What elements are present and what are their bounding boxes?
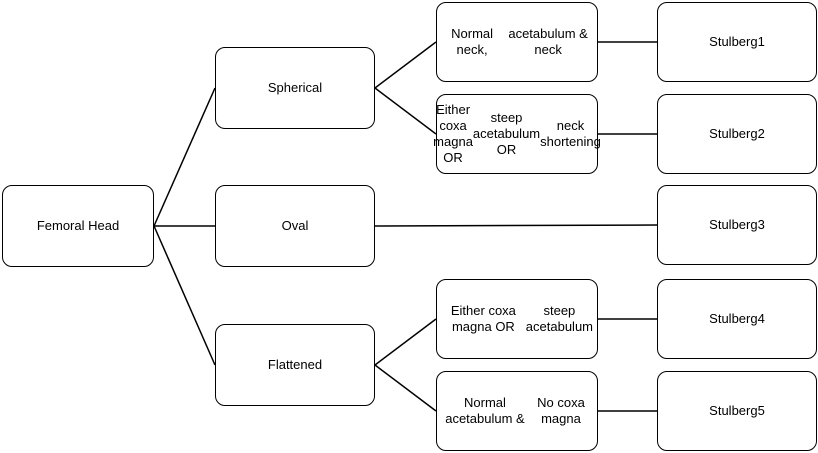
node-normal-acetabulum: Normal acetabulum & No coxa magna xyxy=(436,371,598,451)
node-normal-neck: Normal neck, acetabulum & neck xyxy=(436,2,598,82)
edge-femoral_head-to-flattened xyxy=(153,225,216,366)
node-stulberg5: Stulberg5 xyxy=(657,371,817,451)
edge-spherical-to-coxa_steep_neck xyxy=(374,87,437,135)
edge-flattened-to-normal_acet xyxy=(374,364,437,412)
node-stulberg1-line-1: Stulberg1 xyxy=(709,34,765,49)
edge-spherical-to-normal_neck xyxy=(374,41,437,89)
node-stulberg1: Stulberg1 xyxy=(657,2,817,82)
node-coxa-steep-neck-line-1: Either coxa magna OR xyxy=(433,102,473,165)
node-coxa-steep-neck-line-3: neck shortening xyxy=(540,118,601,149)
node-normal-acetabulum-line-2: No coxa magna xyxy=(537,395,585,426)
node-spherical-line-1: Spherical xyxy=(267,80,323,95)
node-coxa-steep-neck-line-2: steep acetabulum OR xyxy=(472,110,541,157)
node-normal-neck-line-1: Normal neck, xyxy=(451,26,494,57)
node-stulberg3: Stulberg3 xyxy=(657,185,817,265)
edge-femoral_head-to-spherical xyxy=(153,87,216,227)
node-normal-neck-line-2: acetabulum & neck xyxy=(508,26,588,57)
node-coxa-steep-neck: Either coxa magna OR steep acetabulum OR… xyxy=(433,94,601,174)
node-femoral-head-line-1: Femoral Head xyxy=(36,218,120,233)
node-stulberg2-line-1: Stulberg2 xyxy=(709,126,765,141)
node-stulberg4-line-1: Stulberg4 xyxy=(709,311,765,326)
node-oval-line-1: Oval xyxy=(281,218,309,233)
node-stulberg5-line-1: Stulberg5 xyxy=(709,403,765,418)
node-stulberg4: Stulberg4 xyxy=(657,279,817,359)
node-normal-acetabulum-line-1: Normal acetabulum & xyxy=(445,395,525,426)
node-coxa-steep-line-2: steep acetabulum xyxy=(525,303,594,334)
node-stulberg2: Stulberg2 xyxy=(657,94,817,174)
node-flattened: Flattened xyxy=(215,324,375,406)
node-coxa-steep: Either coxa magna OR steep acetabulum xyxy=(436,279,598,359)
node-femoral-head: Femoral Head xyxy=(2,185,154,267)
node-oval: Oval xyxy=(215,185,375,267)
edge-flattened-to-coxa_steep xyxy=(374,318,437,366)
edge-oval-to-stulberg3 xyxy=(374,224,658,227)
node-coxa-steep-line-1: Either coxa magna OR xyxy=(450,303,516,334)
node-flattened-line-1: Flattened xyxy=(267,357,323,372)
node-stulberg3-line-1: Stulberg3 xyxy=(709,217,765,232)
node-spherical: Spherical xyxy=(215,47,375,129)
